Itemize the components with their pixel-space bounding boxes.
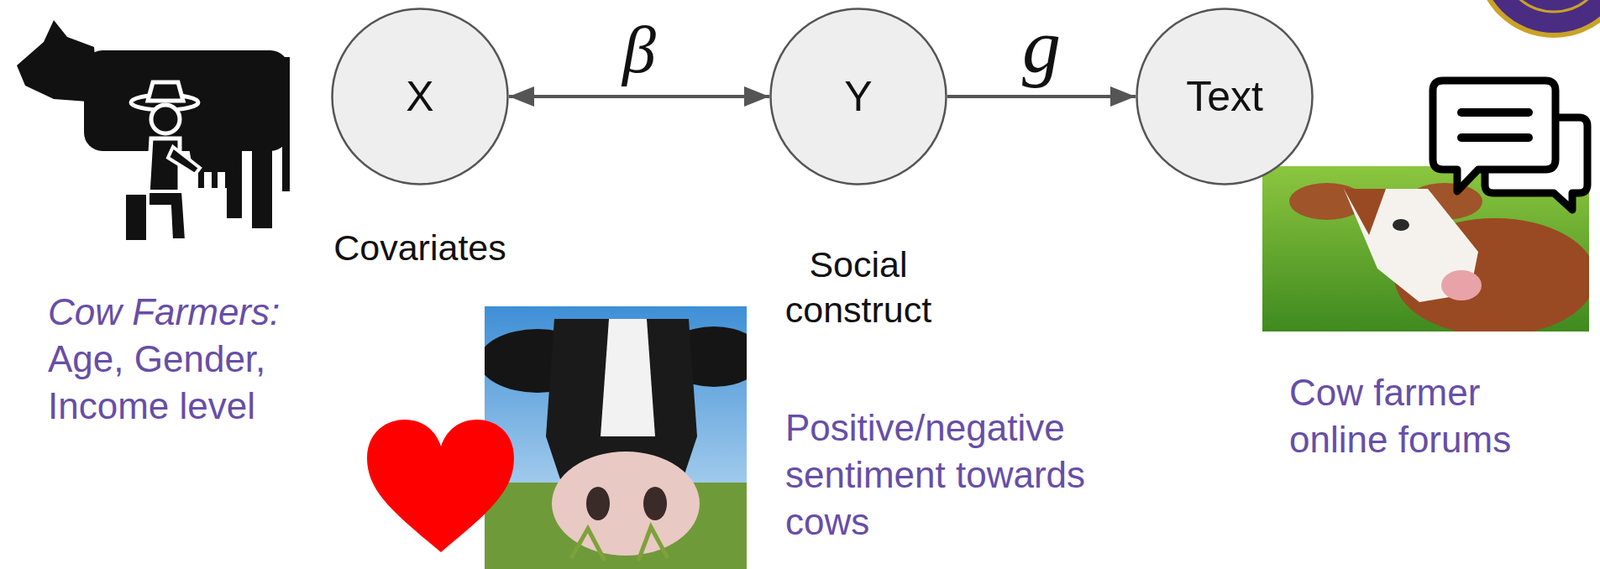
nostril bbox=[586, 487, 610, 521]
farmer-arm bbox=[167, 146, 200, 175]
farmer-hat bbox=[147, 82, 184, 101]
stool bbox=[125, 194, 147, 241]
annotation-text: Age, Gender, Income level bbox=[47, 335, 300, 431]
cow-nose bbox=[551, 451, 700, 557]
annotation-text: Cow farmer online forums bbox=[1289, 369, 1575, 464]
node-caption: Social construct bbox=[749, 241, 968, 333]
annotation-text: Cow Farmers: bbox=[47, 288, 317, 336]
cow-teat bbox=[211, 171, 218, 189]
calf-nose bbox=[1441, 270, 1482, 301]
cow-teat bbox=[225, 171, 231, 189]
node-caption: Covariates bbox=[285, 225, 555, 271]
logo-ring bbox=[1501, 0, 1600, 12]
arrow-connector bbox=[947, 94, 1136, 99]
calf-eye bbox=[1392, 219, 1410, 231]
heart bbox=[367, 419, 515, 553]
construct-circle: Text bbox=[1135, 7, 1314, 186]
cow-farmer-icon bbox=[16, 20, 290, 241]
farmer-legs bbox=[147, 191, 187, 241]
circle-shape bbox=[1137, 9, 1313, 185]
nostril bbox=[643, 487, 667, 521]
chat-icon bbox=[1432, 80, 1588, 210]
chat-line bbox=[1461, 133, 1529, 142]
circle-shape bbox=[332, 9, 509, 185]
cow-leg bbox=[251, 142, 273, 229]
farmer-head bbox=[151, 104, 180, 134]
calf-patch bbox=[1343, 188, 1386, 236]
grass-blades bbox=[571, 527, 668, 562]
chat-line bbox=[1461, 108, 1529, 117]
chat-bubble-front bbox=[1432, 80, 1556, 192]
logo-disc bbox=[1478, 0, 1600, 36]
circle-shape bbox=[771, 9, 947, 185]
cow-teat bbox=[198, 171, 205, 189]
cow-photo bbox=[484, 306, 747, 569]
construct-circle: XCovariates bbox=[330, 7, 509, 186]
construct-circle: YSocial construct bbox=[769, 7, 948, 186]
annotation-text: Positive/negative sentiment towards cows bbox=[785, 404, 1139, 546]
cow-blaze bbox=[600, 319, 656, 437]
arrow-connector bbox=[508, 94, 770, 99]
cow-tail bbox=[282, 57, 290, 192]
cow-body bbox=[83, 50, 289, 152]
node-letter: Text bbox=[1185, 73, 1264, 121]
node-letter: X bbox=[405, 73, 434, 121]
college-logo bbox=[1478, 0, 1600, 36]
edge-label: g bbox=[1022, 1, 1061, 91]
edge-label: β bbox=[622, 11, 656, 89]
node-letter: Y bbox=[844, 73, 872, 121]
